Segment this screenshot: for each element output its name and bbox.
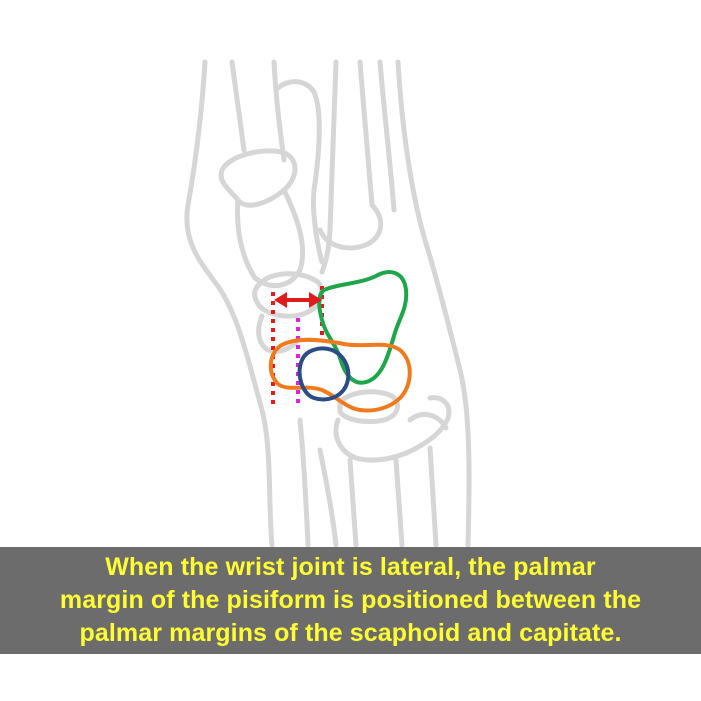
- trapezium: [252, 271, 325, 319]
- caption-line-2: margin of the pisiform is positioned bet…: [59, 586, 642, 614]
- caption-band: When the wrist joint is lateral, the pal…: [0, 547, 701, 654]
- radius-shaft-left: [347, 457, 359, 548]
- distance-arrow: [274, 292, 322, 308]
- thumb-metacarpal: [235, 187, 306, 288]
- ulna-head: [407, 411, 449, 431]
- arrowhead-right: [309, 292, 322, 308]
- scaphoid-outline: [268, 337, 412, 413]
- metacarpal-base-mid: [317, 202, 384, 251]
- ulna-shaft-right: [427, 445, 439, 548]
- bone-outlines: [184, 59, 472, 548]
- forearm-inner-line: [297, 417, 311, 548]
- hand-outline-right: [395, 59, 472, 548]
- caption-line-1: When the wrist joint is lateral, the pal…: [105, 553, 596, 581]
- arrowhead-left: [274, 292, 287, 308]
- metacarpal-shaft-1: [229, 59, 247, 153]
- metacarpal-shaft-4: [357, 59, 375, 208]
- metacarpal-base-left: [275, 79, 325, 265]
- pisiform-outline: [297, 346, 351, 402]
- radius-shaft-right: [393, 457, 405, 548]
- metacarpal-shaft-5: [377, 59, 397, 213]
- caption-line-3: palmar margins of the scaphoid and capit…: [79, 619, 622, 647]
- lunate-shadow: [337, 389, 401, 425]
- trapezoid: [256, 313, 301, 354]
- hand-outline-left: [184, 59, 275, 548]
- radius-head: [333, 395, 452, 463]
- capitate-outline: [317, 270, 409, 385]
- metacarpal-shaft-3: [319, 59, 339, 275]
- ulna-shaft-left: [317, 447, 339, 548]
- metacarpal-shaft-2: [271, 59, 287, 163]
